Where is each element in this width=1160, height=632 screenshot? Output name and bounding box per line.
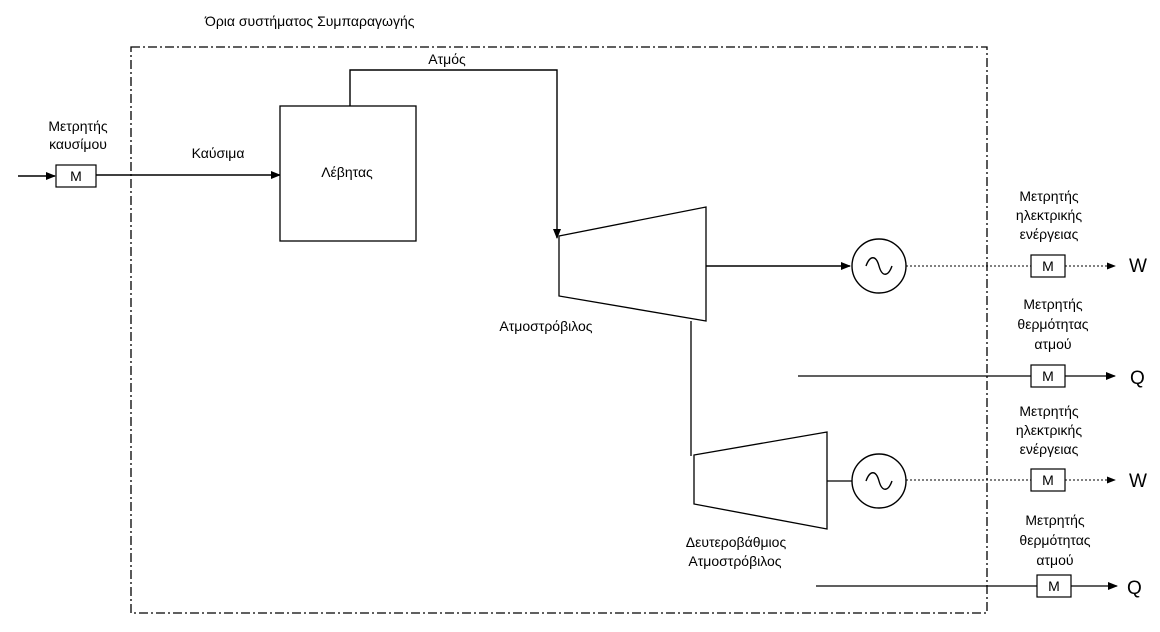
heat-meter-2-symbol: M xyxy=(1048,578,1060,594)
steam-line xyxy=(349,69,561,239)
electric-meter-1-label-line3: ενέργειας xyxy=(1020,226,1079,242)
electric-meter-2-symbol: M xyxy=(1042,472,1054,488)
fuel-meter-label-line1: Μετρητής xyxy=(48,118,108,134)
fuel-label: Καύσιμα xyxy=(192,145,245,161)
electric-meter-2-label-line3: ενέργειας xyxy=(1020,441,1079,457)
secondary-steam-turbine xyxy=(693,431,828,530)
steam-turbine xyxy=(558,206,707,322)
system-boundary xyxy=(130,46,988,614)
electric-meter-2-label-line1: Μετρητής xyxy=(1019,403,1079,419)
steam-label: Ατμός xyxy=(428,51,466,67)
system-boundary-label: Όρια συστήματος Συμπαραγωγής xyxy=(204,13,415,29)
electric-output-2: W xyxy=(1129,471,1147,492)
fuel-meter-box xyxy=(55,164,97,188)
fuel-meter-symbol: M xyxy=(70,168,82,184)
electric-meter-1-label-line2: ηλεκτρικής xyxy=(1016,207,1082,223)
heat-meter-2-label-line1: Μετρητής xyxy=(1025,512,1085,528)
electric-meter-1-symbol: M xyxy=(1042,258,1054,274)
heat-meter-1-label-line3: ατμού xyxy=(1034,336,1071,352)
electric-output-1: W xyxy=(1129,256,1147,277)
boiler-box xyxy=(279,105,417,242)
secondary-turbine-label-line2: Ατμοστρόβιλος xyxy=(688,553,781,569)
generator-2-sine xyxy=(865,472,893,490)
boiler-label: Λέβητας xyxy=(321,164,373,180)
heat-meter-1-symbol: M xyxy=(1042,368,1054,384)
fuel-meter-label-line2: καυσίμου xyxy=(49,136,107,152)
heat-output-2: Q xyxy=(1127,578,1142,599)
steam-turbine-label: Ατμοστρόβιλος xyxy=(499,318,592,334)
heat-meter-2-label-line2: θερμότητας xyxy=(1019,532,1090,548)
electric-meter-2-label-line2: ηλεκτρικής xyxy=(1016,422,1082,438)
secondary-turbine-label-line1: Δευτεροβάθμιος xyxy=(686,534,787,550)
generator-1-sine xyxy=(865,257,893,275)
heat-meter-1-label-line1: Μετρητής xyxy=(1023,296,1083,312)
heat-meter-1-label-line2: θερμότητας xyxy=(1017,316,1088,332)
heat-output-1: Q xyxy=(1130,368,1145,389)
heat-meter-2-label-line3: ατμού xyxy=(1036,552,1073,568)
electric-meter-1-label-line1: Μετρητής xyxy=(1019,188,1079,204)
